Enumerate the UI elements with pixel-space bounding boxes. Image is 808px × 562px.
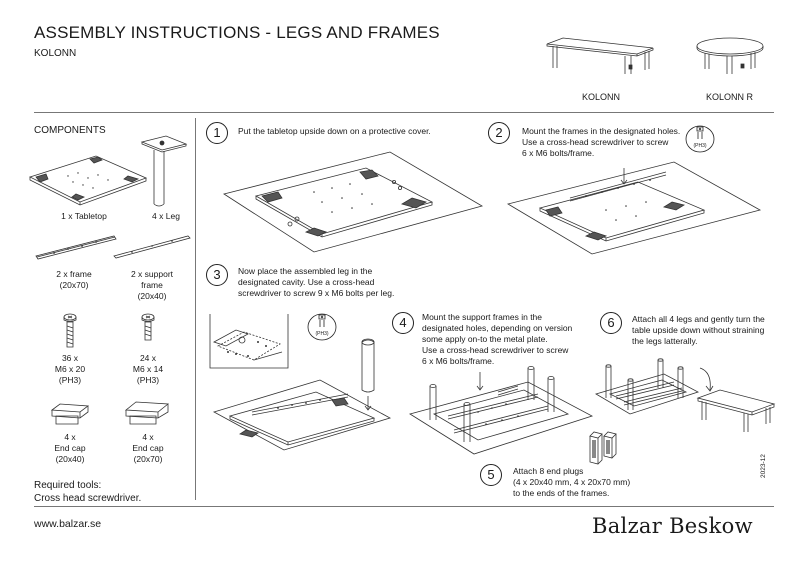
component-caption-bolt-m6x20: 36 x M6 x 20 (PH3) <box>54 353 86 385</box>
component-caption-bolt-m6x14: 24 x M6 x 14 (PH3) <box>132 353 164 385</box>
required-tools-heading: Required tools: <box>34 480 102 491</box>
step-6-illustration <box>594 358 776 434</box>
website-url: www.balzar.se <box>34 518 102 530</box>
end-cap-20x40-icon <box>50 400 90 426</box>
component-caption-end-cap-20x70: 4 x End cap (20x70) <box>132 432 164 464</box>
step-3-detail-illustration <box>208 312 290 370</box>
leg-illustration <box>140 134 190 208</box>
page-title: ASSEMBLY INSTRUCTIONS - LEGS AND FRAMES <box>34 23 440 42</box>
frame-illustration <box>34 234 118 262</box>
ph3-screwdriver-badge-icon: (PH3) <box>306 312 338 342</box>
step-2-text: Mount the frames in the designated holes… <box>522 126 681 158</box>
ph3-badge-label-step-2: (PH3) <box>693 143 706 149</box>
step-4-illustration <box>408 364 594 456</box>
ph3-screwdriver-badge-icon: (PH3) <box>684 124 716 154</box>
component-caption-support-frame: 2 x support frame (20x40) <box>130 269 174 301</box>
kolonn-table-illustration <box>545 36 655 76</box>
document-code: 2023-12 <box>760 454 767 478</box>
step-1-text: Put the tabletop upside down on a protec… <box>238 126 431 136</box>
bolt-m6x14-icon <box>140 313 156 343</box>
variant-label-kolonn: KOLONN <box>582 92 621 102</box>
step-4-number: 4 <box>392 312 414 334</box>
step-5-text: Attach 8 end plugs (4 x 20x40 mm, 4 x 20… <box>513 466 631 498</box>
bottom-divider <box>34 506 774 507</box>
page-subtitle: KOLONN <box>34 48 77 59</box>
ph3-badge-label-step-3: (PH3) <box>315 331 328 337</box>
support-frame-illustration <box>112 234 192 262</box>
end-cap-20x70-icon <box>124 398 170 426</box>
components-divider <box>195 118 196 500</box>
step-3-number: 3 <box>206 264 228 286</box>
kolonn-r-table-illustration <box>695 36 765 76</box>
step-2-number: 2 <box>488 122 510 144</box>
component-caption-tabletop: 1 x Tabletop <box>61 211 107 221</box>
step-1-number: 1 <box>206 122 228 144</box>
step-3-text: Now place the assembled leg in the desig… <box>238 266 395 298</box>
bolt-m6x20-icon <box>62 313 78 349</box>
brand-logo: Balzar Beskow <box>592 514 753 538</box>
component-caption-leg: 4 x Leg <box>152 211 180 221</box>
step-4-text: Mount the support frames in the designat… <box>422 312 573 366</box>
step-2-illustration <box>506 160 762 256</box>
top-divider <box>34 112 774 113</box>
step-6-text: Attach all 4 legs and gently turn the ta… <box>632 314 765 346</box>
step-3-illustration <box>212 334 392 452</box>
required-tools: Required tools: Cross head screwdriver. <box>34 479 141 505</box>
step-1-illustration <box>222 150 484 254</box>
variant-label-kolonn-r: KOLONN R <box>706 92 754 102</box>
required-tools-list: Cross head screwdriver. <box>34 493 142 504</box>
step-5-number: 5 <box>480 464 502 486</box>
step-5-end-plugs-illustration <box>588 430 620 466</box>
component-caption-end-cap-20x40: 4 x End cap (20x40) <box>54 432 86 464</box>
step-6-number: 6 <box>600 312 622 334</box>
component-caption-frame: 2 x frame (20x70) <box>56 269 92 290</box>
tabletop-illustration <box>28 142 148 210</box>
components-heading: COMPONENTS <box>34 125 106 136</box>
